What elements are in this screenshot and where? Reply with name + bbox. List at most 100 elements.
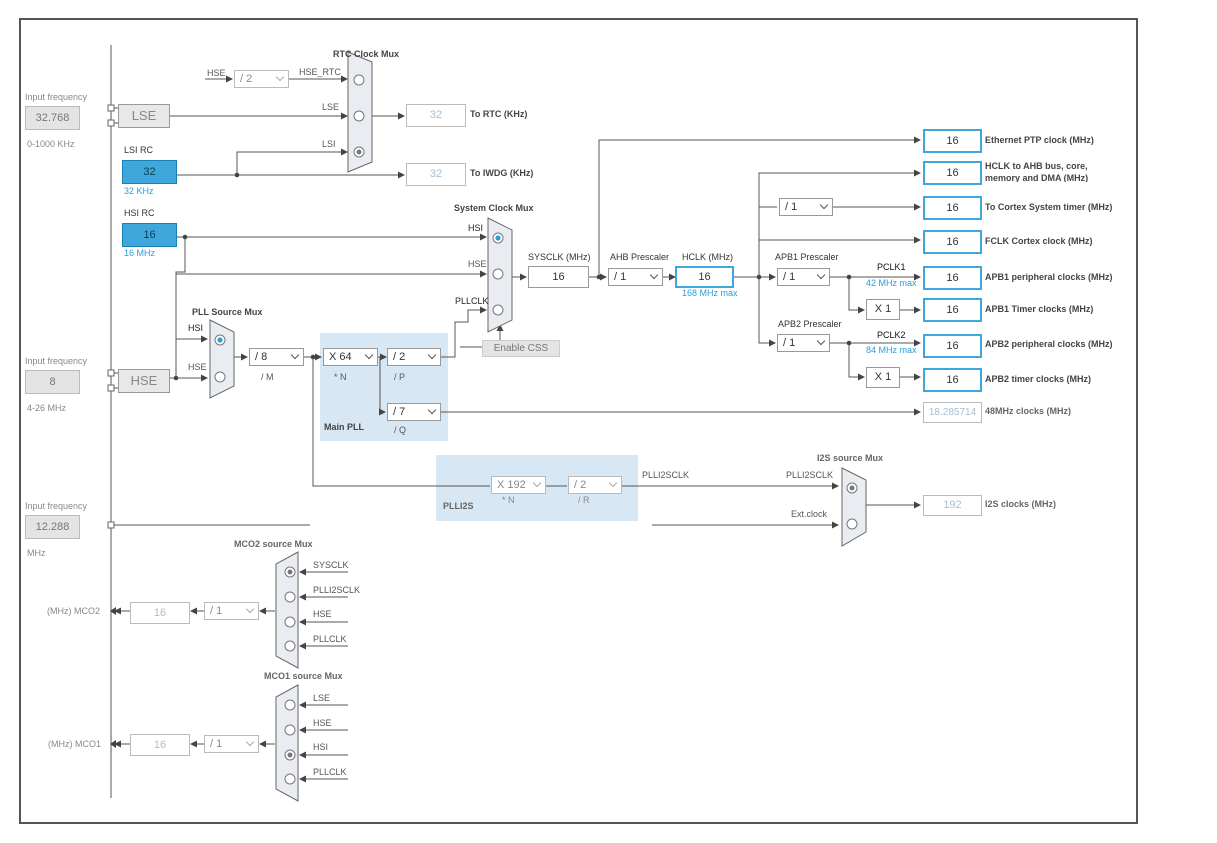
lsi-freq: 32 KHz <box>124 186 154 196</box>
chevron-down-icon <box>649 270 659 280</box>
pclk1-label: PCLK1 <box>877 262 906 272</box>
plli2s-r-divider[interactable]: / 2 <box>568 476 622 494</box>
cortex-divider[interactable]: / 1 <box>779 198 833 216</box>
hse-input-label: Input frequency <box>25 356 88 366</box>
main-pll-title: Main PLL <box>324 422 364 432</box>
mco1-mux-title: MCO1 source Mux <box>264 671 343 681</box>
apb1-prescaler-value: / 1 <box>783 271 796 283</box>
system-mux-hse-label: HSE <box>468 259 487 269</box>
pll-n-value: X 64 <box>329 351 352 363</box>
chevron-down-icon <box>364 350 374 360</box>
apb2-prescaler-value: / 1 <box>783 337 796 349</box>
pll-source-mux-title: PLL Source Mux <box>192 307 263 317</box>
hclk-value[interactable]: 16 <box>675 266 734 288</box>
hse-source[interactable]: HSE <box>118 369 170 393</box>
chevron-down-icon <box>608 478 618 488</box>
chevron-down-icon <box>819 200 829 210</box>
apb2-prescaler[interactable]: / 1 <box>777 334 830 352</box>
chevron-down-icon <box>532 478 542 488</box>
rtc-lsi-label: LSI <box>322 139 336 149</box>
lse-source[interactable]: LSE <box>118 104 170 128</box>
apb1-periph-label: APB1 peripheral clocks (MHz) <box>985 272 1113 282</box>
hclk-label: HCLK (MHz) <box>682 252 733 262</box>
hse-rtc-divider[interactable]: / 2 <box>234 70 289 88</box>
i2s-input-frequency[interactable]: 12.288 <box>25 515 80 539</box>
pclk2-max: 84 MHz max <box>866 345 917 355</box>
lse-input-frequency[interactable]: 32.768 <box>25 106 80 130</box>
apb2-timer-label: APB2 timer clocks (MHz) <box>985 374 1092 384</box>
mco1-divider-value: / 1 <box>210 738 223 750</box>
hse-input-frequency[interactable]: 8 <box>25 370 80 394</box>
pclk2-label: PCLK2 <box>877 330 906 340</box>
fclk-value[interactable]: 16 <box>923 230 982 254</box>
lse-input-label: Input frequency <box>25 92 88 102</box>
cortex-timer-value[interactable]: 16 <box>923 196 982 220</box>
mco1-in1-label: LSE <box>313 693 331 703</box>
clk48-value[interactable]: 18.285714 <box>923 402 982 423</box>
mco2-value[interactable]: 16 <box>130 602 190 624</box>
chevron-down-icon <box>290 350 300 360</box>
eth-ptp-label: Ethernet PTP clock (MHz) <box>985 135 1094 145</box>
pll-source-hse-label: HSE <box>188 362 207 372</box>
mco1-in3-label: HSI <box>313 742 329 752</box>
i2s-output-label: I2S clocks (MHz) <box>985 499 1057 509</box>
rtc-output-value[interactable]: 32 <box>406 104 466 127</box>
chevron-down-icon <box>427 350 437 360</box>
mco2-in2-label: PLLI2SCLK <box>313 585 361 595</box>
apb1-periph-value[interactable]: 16 <box>923 266 982 290</box>
plli2sclk-label: PLLI2SCLK <box>642 470 690 480</box>
apb1-prescaler[interactable]: / 1 <box>777 268 830 286</box>
mco1-in2-label: HSE <box>313 718 332 728</box>
pll-m-label: / M <box>261 372 274 382</box>
mco1-label: (MHz) MCO1 <box>48 739 101 749</box>
plli2s-n-multiplier[interactable]: X 192 <box>491 476 546 494</box>
rtc-hse-label: HSE <box>207 68 226 78</box>
mco1-value[interactable]: 16 <box>130 734 190 756</box>
mco1-divider[interactable]: / 1 <box>204 735 259 753</box>
hse-rtc-divider-value: / 2 <box>240 73 253 85</box>
mco2-in4-label: PLLCLK <box>313 634 347 644</box>
apb1-prescaler-label: APB1 Prescaler <box>775 252 839 262</box>
apb1-timer-value[interactable]: 16 <box>923 298 982 322</box>
apb2-timer-multiplier: X 1 <box>866 367 900 388</box>
rtc-lse-label: LSE <box>322 102 340 112</box>
fclk-label: FCLK Cortex clock (MHz) <box>985 236 1093 246</box>
iwdg-output-value[interactable]: 32 <box>406 163 466 186</box>
plli2s-r-value: / 2 <box>574 479 587 491</box>
pll-source-mux-shape <box>209 319 235 399</box>
clock-tree-frame <box>19 18 1138 824</box>
hclk-ahb-value[interactable]: 16 <box>923 161 982 185</box>
mco2-label: (MHz) MCO2 <box>47 606 100 616</box>
pll-m-divider[interactable]: / 8 <box>249 348 304 366</box>
i2s-mux-shape <box>841 467 867 547</box>
ahb-prescaler-value: / 1 <box>614 271 627 283</box>
chevron-down-icon <box>427 405 437 415</box>
pll-n-multiplier[interactable]: X 64 <box>323 348 378 366</box>
rtc-mux-title: RTC Clock Mux <box>333 49 400 59</box>
i2s-output-value[interactable]: 192 <box>923 495 982 516</box>
pll-p-divider[interactable]: / 2 <box>387 348 441 366</box>
i2s-input-label: Input frequency <box>25 501 88 511</box>
pll-p-label: / P <box>394 372 406 382</box>
apb2-timer-value[interactable]: 16 <box>923 368 982 392</box>
hsi-title: HSI RC <box>124 208 155 218</box>
mco2-mux-shape <box>275 551 299 669</box>
apb2-periph-value[interactable]: 16 <box>923 334 982 358</box>
enable-css-button[interactable]: Enable CSS <box>482 340 560 357</box>
hsi-source[interactable]: 16 <box>122 223 177 247</box>
hclk-ahb-label-1: HCLK to AHB bus, core, <box>985 161 1088 171</box>
mco1-in4-label: PLLCLK <box>313 767 347 777</box>
mco2-in1-label: SYSCLK <box>313 560 349 570</box>
pll-q-divider[interactable]: / 7 <box>387 403 441 421</box>
lse-range: 0-1000 KHz <box>27 139 75 149</box>
chevron-down-icon <box>816 336 826 346</box>
sysclk-value[interactable]: 16 <box>528 266 589 288</box>
apb1-timer-label: APB1 Timer clocks (MHz) <box>985 304 1094 314</box>
eth-ptp-value[interactable]: 16 <box>923 129 982 153</box>
plli2s-r-label: / R <box>578 495 590 505</box>
pll-m-value: / 8 <box>255 351 268 363</box>
mco2-mux-title: MCO2 source Mux <box>234 539 313 549</box>
lsi-source[interactable]: 32 <box>122 160 177 184</box>
ahb-prescaler[interactable]: / 1 <box>608 268 663 286</box>
mco2-divider[interactable]: / 1 <box>204 602 259 620</box>
